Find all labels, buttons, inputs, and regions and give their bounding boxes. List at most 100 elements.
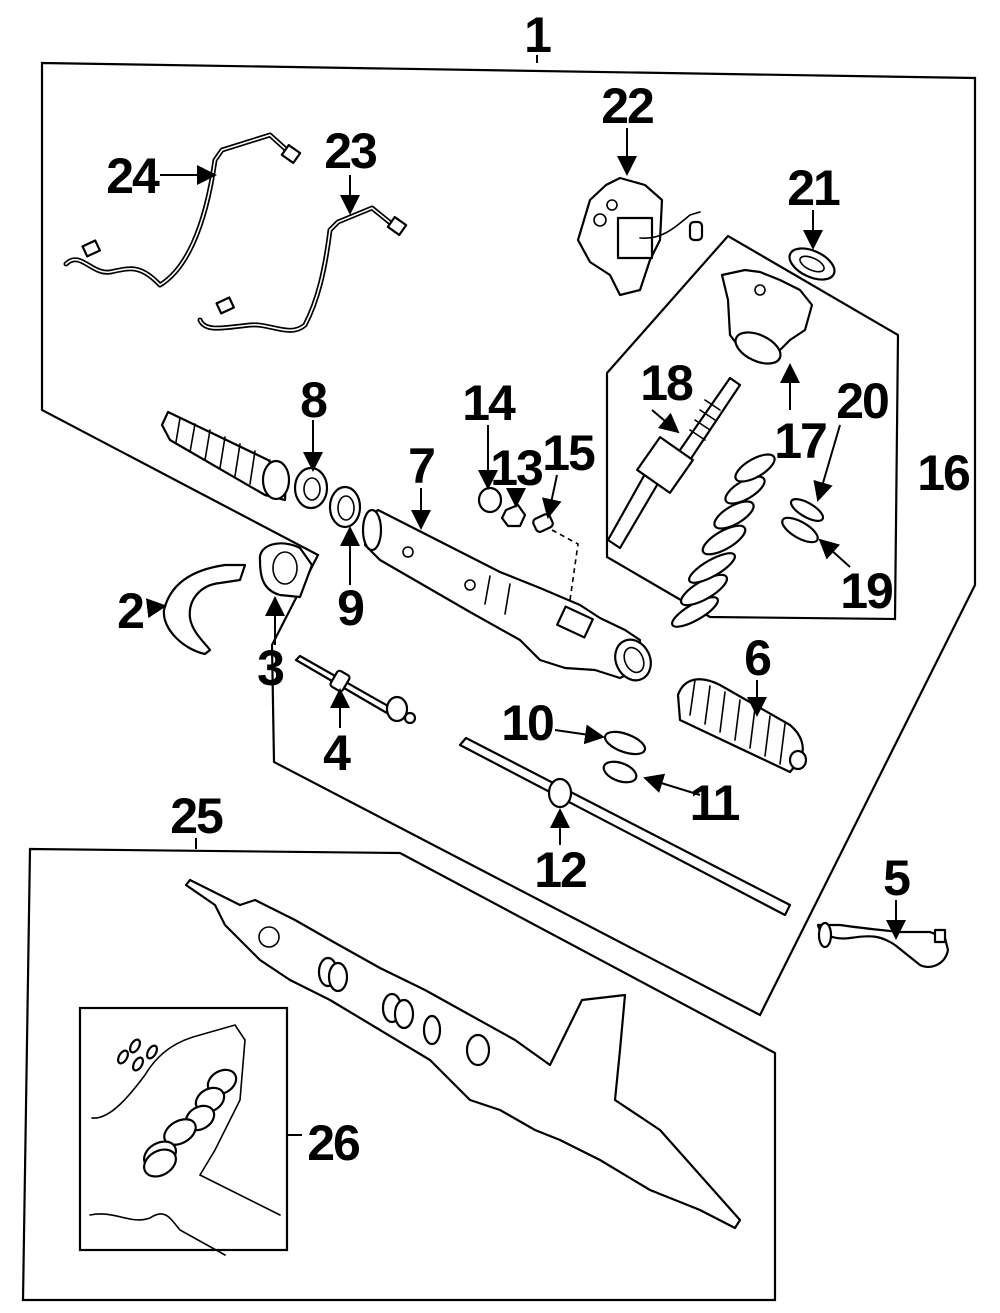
callout-arrow xyxy=(643,773,701,796)
callout-16: 16 xyxy=(917,445,971,501)
lock-nut-13 xyxy=(500,503,527,528)
callout-arrow xyxy=(818,538,851,568)
callout-22: 22 xyxy=(601,78,655,176)
callout-label: 6 xyxy=(744,630,770,686)
seal-kit-25-bolt xyxy=(258,926,280,948)
callout-label: 16 xyxy=(917,445,969,501)
pressure-line-23-fitting-a xyxy=(215,296,235,315)
assembly-1-frame xyxy=(40,61,977,1017)
callout-label: 22 xyxy=(601,78,653,134)
callout-label: 24 xyxy=(106,148,160,204)
callout-label: 9 xyxy=(337,580,363,636)
mounting-clamp-2 xyxy=(162,563,247,656)
seal-10 xyxy=(603,730,647,756)
callout-label: 19 xyxy=(840,563,892,619)
callout-label: 17 xyxy=(774,413,826,469)
seal-11 xyxy=(602,760,638,784)
clamp-8-inner xyxy=(303,477,321,501)
callout-label: 14 xyxy=(462,375,516,431)
seal-19 xyxy=(781,516,819,544)
boot-right xyxy=(676,678,808,774)
callout-24: 24 xyxy=(106,148,217,204)
callout-21: 21 xyxy=(787,160,842,250)
pinion-seal-stack xyxy=(671,453,776,628)
clamp-8 xyxy=(293,466,329,510)
callout-11: 11 xyxy=(643,773,742,831)
callout-6: 6 xyxy=(744,630,772,717)
callout-23: 23 xyxy=(324,123,378,215)
callout-label: 13 xyxy=(490,440,542,496)
callout-7: 7 xyxy=(408,438,436,530)
dust-seal-21-inner xyxy=(799,255,825,273)
callout-1: 1 xyxy=(524,7,553,63)
callout-label: 11 xyxy=(690,775,740,831)
outer-tie-rod-end-5 xyxy=(816,921,950,968)
callout-8: 8 xyxy=(300,372,329,472)
callout-18: 18 xyxy=(640,355,695,434)
pressure-line-23-inner xyxy=(199,207,394,332)
callout-15: 15 xyxy=(541,425,597,519)
mount-bushing-3 xyxy=(258,542,314,599)
seal-kit-25-frame xyxy=(21,847,777,1302)
callout-label: 1 xyxy=(524,7,551,63)
callout-label: 2 xyxy=(117,583,143,639)
callout-25: 25 xyxy=(170,788,225,844)
callout-arrow xyxy=(651,409,680,434)
spring-15-guide-line xyxy=(551,529,579,601)
dust-seal-21 xyxy=(788,247,836,281)
control-valve-22 xyxy=(576,176,704,297)
seal-kit-26-inset-parts xyxy=(89,1024,281,1256)
callout-17: 17 xyxy=(774,363,828,469)
spring-15 xyxy=(532,513,554,533)
callout-label: 23 xyxy=(324,123,376,179)
seal-kit-26-inset-frame xyxy=(78,1006,289,1252)
callout-arrow xyxy=(541,474,562,519)
callout-label: 4 xyxy=(323,725,351,781)
callout-arrow xyxy=(145,598,167,619)
callout-19: 19 xyxy=(818,538,894,619)
return-line-24-inner xyxy=(65,134,291,287)
callout-label: 18 xyxy=(640,355,693,411)
callout-label: 7 xyxy=(408,438,434,494)
callout-14: 14 xyxy=(462,375,518,490)
callout-arrow xyxy=(554,724,605,745)
callout-arrow xyxy=(813,424,841,502)
seal-kit-25-rack-outline xyxy=(184,878,742,1230)
valve-housing-17 xyxy=(720,268,814,365)
inner-tie-rod-4 xyxy=(294,654,417,725)
callout-label: 25 xyxy=(170,788,223,844)
callout-label: 20 xyxy=(836,373,888,429)
callout-label: 26 xyxy=(307,1115,359,1171)
callout-3: 3 xyxy=(257,596,285,696)
gear-housing-7 xyxy=(361,508,652,682)
callout-9: 9 xyxy=(337,526,365,636)
callout-26: 26 xyxy=(307,1115,361,1171)
return-line-24-fitting-a xyxy=(81,239,101,258)
clamp-9-inner xyxy=(337,495,355,521)
clamp-9 xyxy=(328,485,362,529)
rack-12 xyxy=(458,736,792,917)
valve-kit-16-frame xyxy=(605,234,900,621)
callout-12: 12 xyxy=(534,808,588,898)
callout-label: 21 xyxy=(787,160,840,216)
callout-10: 10 xyxy=(501,695,605,751)
callout-5: 5 xyxy=(883,850,912,940)
callout-label: 10 xyxy=(501,695,553,751)
pressure-line-23-fitting-b xyxy=(386,215,408,237)
callout-20: 20 xyxy=(813,373,890,502)
callout-2: 2 xyxy=(117,583,167,639)
seal-20 xyxy=(789,498,825,522)
boot-left xyxy=(160,410,291,502)
return-line-24 xyxy=(63,132,293,288)
callout-label: 5 xyxy=(883,850,910,906)
callout-label: 12 xyxy=(534,842,586,898)
pressure-line-23 xyxy=(197,205,396,333)
callout-label: 8 xyxy=(300,372,327,428)
callout-13: 13 xyxy=(490,440,544,508)
callout-label: 3 xyxy=(257,640,283,696)
return-line-24-fitting-b xyxy=(280,143,302,165)
seal-kit-25-rings xyxy=(317,956,491,1067)
callout-label: 15 xyxy=(542,425,595,481)
